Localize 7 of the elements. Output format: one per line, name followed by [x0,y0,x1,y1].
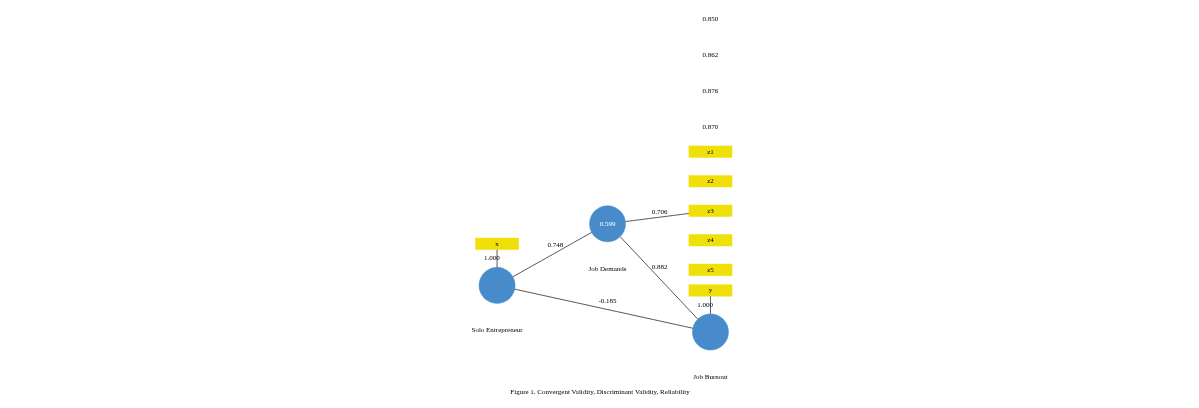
node-circle [478,267,515,304]
connector [709,295,711,315]
node-circle [691,313,729,351]
connector [624,213,689,222]
connector [619,236,698,320]
connector [512,232,592,278]
connector [513,288,693,329]
